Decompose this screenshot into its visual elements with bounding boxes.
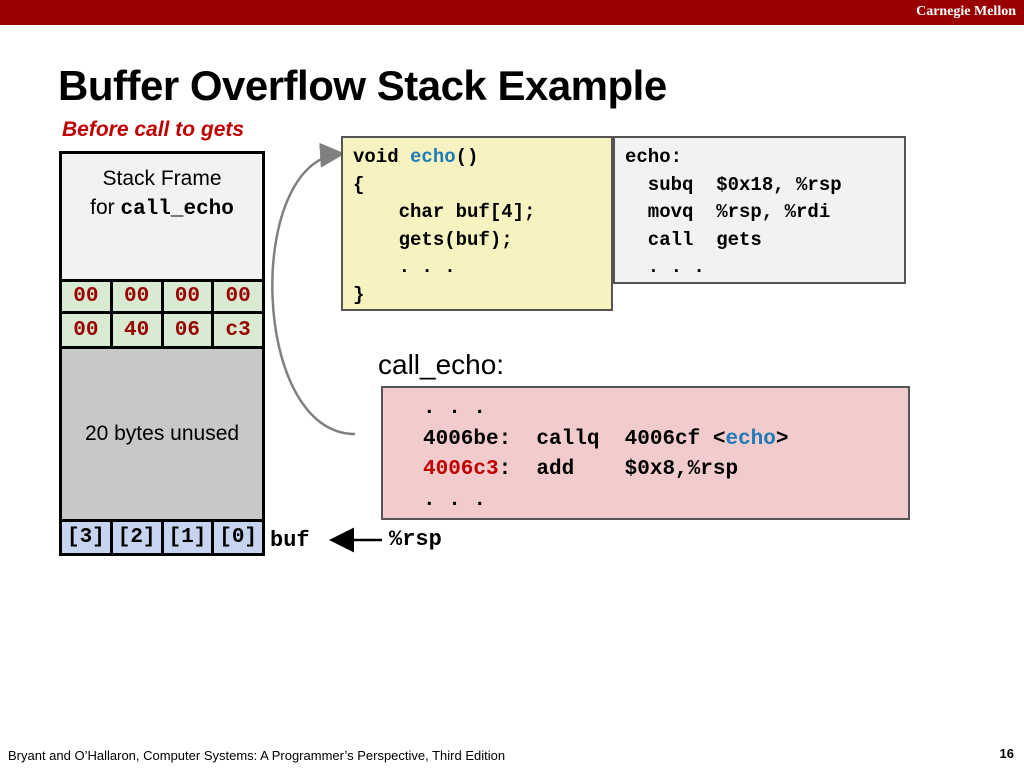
stack-byte: 06 xyxy=(163,314,215,346)
rsp-label: %rsp xyxy=(389,527,442,552)
page-number: 16 xyxy=(999,746,1014,761)
call-echo-title: call_echo: xyxy=(378,349,505,380)
top-bar: Carnegie Mellon xyxy=(0,0,1024,25)
stack-byte: 00 xyxy=(112,282,164,311)
return-address-row-high: 00 00 00 00 xyxy=(59,279,265,314)
stack-byte: 00 xyxy=(214,282,262,311)
buffer-row: [3] [2] [1] [0] xyxy=(59,519,265,556)
buffer-cell: [0] xyxy=(214,522,262,553)
return-address-highlight: 4006c3 xyxy=(423,458,499,481)
buffer-cell: [1] xyxy=(163,522,215,553)
call-return-arrow xyxy=(271,142,356,436)
return-address-row-low: 00 40 06 c3 xyxy=(59,314,265,349)
call-echo-asm-box: . . .4006be: callq 4006cf <echo>4006c3: … xyxy=(381,386,910,520)
footer-citation: Bryant and O’Hallaron, Computer Systems:… xyxy=(8,748,506,763)
buffer-cell: [2] xyxy=(112,522,164,553)
unused-bytes-block: 20 bytes unused xyxy=(59,349,265,519)
stack-byte: 00 xyxy=(163,282,215,311)
buffer-cell: [3] xyxy=(62,522,113,553)
echo-asm-box: echo: subq $0x18, %rsp movq %rsp, %rdi c… xyxy=(613,136,906,284)
c-code-box: void echo(){ char buf[4]; gets(buf); . .… xyxy=(341,136,613,311)
stack-byte: 40 xyxy=(112,314,164,346)
stack-byte: 00 xyxy=(62,314,113,346)
slide-subtitle: Before call to gets xyxy=(62,118,245,141)
buf-label: buf xyxy=(270,528,310,553)
stack-frame-call-echo: Stack Frame for call_echo xyxy=(59,151,265,280)
stack-frame-label: Stack Frame for call_echo xyxy=(90,167,234,221)
institution-name: Carnegie Mellon xyxy=(916,4,1016,19)
stack-byte: 00 xyxy=(62,282,113,311)
slide-title: Buffer Overflow Stack Example xyxy=(58,62,667,109)
stack-byte: c3 xyxy=(214,314,262,346)
